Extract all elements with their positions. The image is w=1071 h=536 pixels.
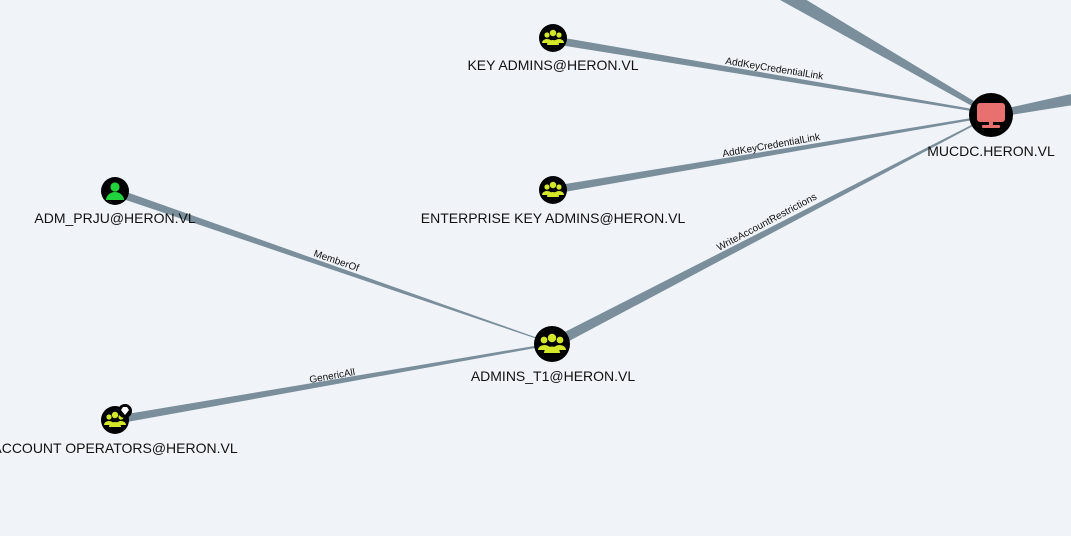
node-key-admins[interactable]: [539, 24, 567, 52]
edges-layer: [114, 0, 1071, 424]
node-adm-prju[interactable]: [101, 177, 129, 205]
edge-enterprise-key-admins-to-mucdc[interactable]: [553, 115, 990, 194]
user-icon: [106, 182, 124, 200]
node-label-key-admins: KEY ADMINS@HERON.VL: [467, 57, 638, 73]
node-mucdc[interactable]: [969, 93, 1013, 137]
node-label-account-operators: ACCOUNT OPERATORS@HERON.VL: [0, 440, 238, 456]
group-icon: [538, 333, 566, 353]
gem-icon: [118, 404, 132, 418]
node-account-operators[interactable]: [101, 404, 132, 434]
edge-label-admins-t1: WriteAccountRestrictions: [715, 192, 819, 254]
node-enterprise-key-admins[interactable]: [539, 176, 567, 204]
node-label-admins-t1: ADMINS_T1@HERON.VL: [471, 368, 636, 384]
edge-adm-prju-to-admins-t1[interactable]: [114, 188, 552, 344]
edge-account-operators-to-admins-t1[interactable]: [115, 343, 552, 424]
computer-icon: [977, 103, 1005, 128]
group-icon: [104, 411, 126, 427]
group-icon: [542, 29, 564, 45]
edge-key-admins-to-mucdc[interactable]: [553, 36, 990, 114]
node-label-enterprise-key-admins: ENTERPRISE KEY ADMINS@HERON.VL: [421, 210, 686, 226]
edge-offscreen-to-mucdc[interactable]: [762, 0, 992, 116]
edge-admins-t1-to-mucdc[interactable]: [549, 116, 990, 348]
node-admins-t1[interactable]: [534, 326, 570, 362]
node-label-adm-prju: ADM_PRJU@HERON.VL: [34, 210, 195, 226]
group-icon: [542, 181, 564, 197]
node-label-mucdc: MUCDC.HERON.VL: [927, 143, 1055, 159]
